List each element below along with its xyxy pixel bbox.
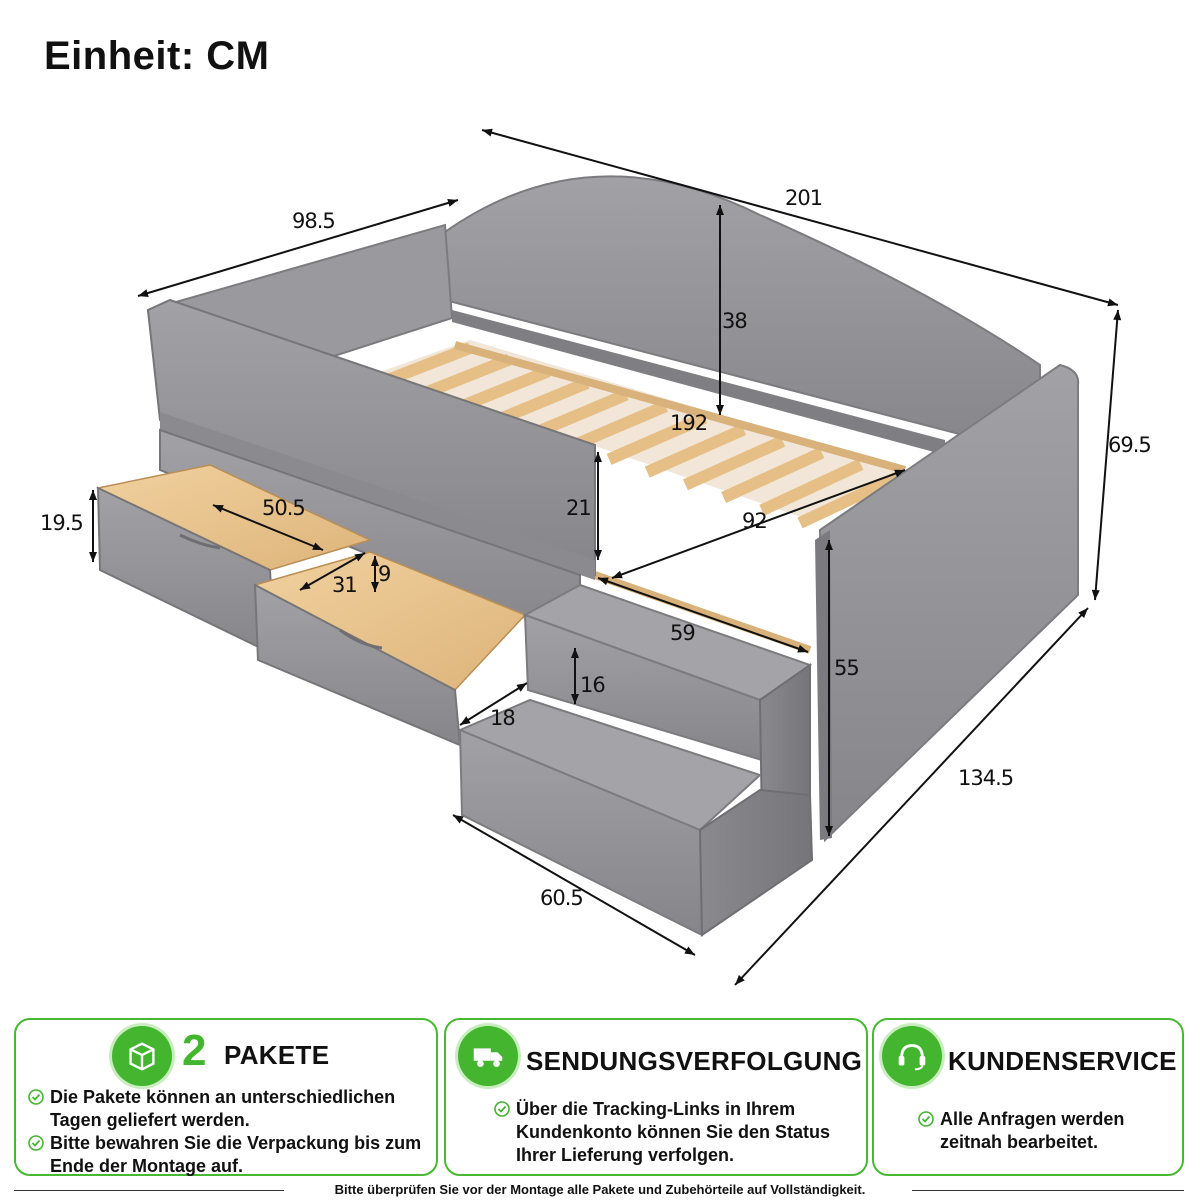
box-icon	[112, 1026, 172, 1086]
slat	[682, 435, 786, 491]
arrowhead	[825, 540, 833, 550]
arrowhead	[594, 550, 602, 560]
arrowhead	[716, 205, 724, 215]
footer-line-left	[14, 1190, 284, 1191]
arrowhead	[797, 644, 808, 653]
headset-icon	[882, 1026, 942, 1086]
packages-panel: 2 PAKETE Die Pakete können an unterschie…	[14, 1018, 438, 1176]
arrowhead	[89, 552, 97, 562]
footer-note: Bitte überprüfen Sie vor der Montage all…	[334, 1182, 866, 1197]
dim-length-top: 201	[785, 186, 822, 210]
dim-total-width: 134.5	[958, 766, 1013, 790]
dim-step-height: 16	[580, 673, 605, 697]
dimension-lines	[92, 129, 1119, 986]
dim-slat-width: 92	[742, 509, 767, 533]
arrowhead	[1091, 589, 1100, 600]
arrowhead	[571, 694, 579, 704]
slat	[644, 423, 747, 478]
arrowhead	[89, 490, 97, 500]
dim-drawer-inner-height: 9	[378, 562, 390, 586]
arrowhead	[716, 405, 724, 415]
packages-title: PAKETE	[224, 1040, 330, 1070]
arrowhead	[594, 452, 602, 462]
truck-icon	[458, 1026, 518, 1086]
slat	[568, 400, 668, 453]
arrowhead	[213, 505, 224, 513]
tracking-panel: SENDUNGSVERFOLGUNG Über die Tracking-Lin…	[444, 1018, 868, 1176]
dim-width-left: 98.5	[292, 209, 335, 233]
package-count: 2	[182, 1026, 207, 1075]
arrowhead	[516, 683, 527, 692]
customer-service-bullet-1: Alle Anfragen werden zeitnah bearbeitet.	[916, 1108, 1156, 1154]
dim-step-depth: 18	[490, 706, 515, 730]
check-icon	[494, 1101, 510, 1117]
dim-stair-depth: 59	[670, 621, 695, 645]
arrowhead	[482, 128, 493, 137]
arrowhead	[371, 556, 379, 566]
dim-arm-height: 55	[834, 656, 859, 680]
dim-side-rail-height: 21	[566, 496, 591, 520]
slat	[492, 377, 590, 427]
arrowhead	[460, 716, 471, 725]
arrowhead	[1107, 298, 1118, 307]
headboard	[444, 175, 1041, 457]
customer-service-title: KUNDENSERVICE	[948, 1046, 1177, 1076]
packages-bullet-2: Bitte bewahren Sie die Verpackung bis zu…	[26, 1132, 431, 1178]
arrowhead	[1113, 310, 1122, 321]
tracking-bullet-1: Über die Tracking-Links in Ihrem Kundenk…	[492, 1098, 852, 1167]
slat	[530, 389, 629, 440]
arrowhead	[371, 582, 379, 592]
arrowhead	[138, 289, 149, 297]
arrowhead	[825, 826, 833, 836]
arrowhead	[735, 974, 745, 985]
arrowhead	[354, 553, 365, 562]
dim-stair-width: 60.5	[540, 886, 583, 910]
packages-bullet-1: Die Pakete können an unterschiedlichen T…	[26, 1086, 431, 1132]
check-icon	[918, 1111, 934, 1127]
slat	[797, 470, 903, 529]
tracking-title: SENDUNGSVERFOLGUNG	[526, 1046, 863, 1076]
dim-drawer-width: 31	[332, 573, 357, 597]
arrowhead	[300, 581, 311, 590]
unit-title: Einheit: CM	[44, 34, 270, 78]
arrowhead	[684, 946, 695, 955]
footer-line-right	[912, 1190, 1184, 1191]
customer-service-panel: KUNDENSERVICE Alle Anfragen werden zeitn…	[872, 1018, 1184, 1176]
dim-headboard-height: 38	[722, 309, 747, 333]
check-icon	[28, 1135, 44, 1151]
arrowhead	[312, 542, 323, 550]
slat	[721, 447, 825, 504]
arrowhead	[612, 570, 623, 579]
dim-drawer-height: 19.5	[40, 511, 83, 535]
dimension-arrowheads	[89, 128, 1122, 985]
arrowhead	[453, 815, 464, 824]
arrowhead	[447, 199, 458, 207]
daybed-illustration: 201 98.5 38 192 69.5 19.5 50.5 31 9 21 9…	[40, 128, 1152, 986]
front-rail	[146, 298, 596, 642]
dim-inner-length: 192	[670, 411, 707, 435]
dim-drawer-depth: 50.5	[262, 496, 305, 520]
arrowhead	[598, 577, 609, 586]
check-icon	[28, 1089, 44, 1105]
slat	[606, 412, 707, 465]
slat	[759, 458, 864, 516]
dim-total-height: 69.5	[1108, 433, 1151, 457]
arrowhead	[894, 469, 905, 478]
arrowhead	[571, 648, 579, 658]
right-arm	[815, 363, 1080, 843]
stair-storage	[457, 583, 814, 937]
arrowhead	[1078, 608, 1088, 619]
